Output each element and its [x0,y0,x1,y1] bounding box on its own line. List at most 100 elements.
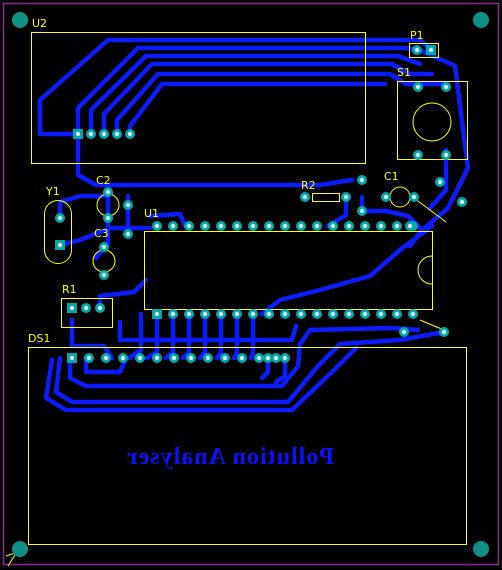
pad-c3-2-hole [101,272,107,278]
pad-ds1-1-hole [69,355,75,361]
pad-u1-bot-10-hole [298,311,304,317]
pad-u1-lead-hole [401,329,407,335]
mounting-holes [12,12,489,557]
pad-r2-1-hole [302,194,308,200]
r2-outline [312,193,340,202]
mount-hole-bl [12,541,28,557]
pad-u1-top-5-hole [218,223,224,229]
pad-u1-top-13-hole [346,223,352,229]
label-s1: S1 [397,66,411,79]
pad-s1-3-hole [415,152,421,158]
pad-u1-top-9-hole [282,223,288,229]
pad-misc-2-hole [459,199,465,205]
pad-u2-4-hole [114,131,120,137]
pad-u1-top-12-hole [330,223,336,229]
board-title-text: Pollution Analyser [126,444,335,470]
pad-u1-bot-3-hole [186,311,192,317]
silkscreen-outlines [5,32,468,567]
pad-u2-5-hole [127,131,133,137]
u1-outline [144,231,433,310]
label-c1: C1 [384,170,399,183]
pad-s1-4-hole [443,152,449,158]
label-y1: Y1 [46,185,60,198]
pad-u1-top-7-hole [250,223,256,229]
pad-u1-bot-8-hole [266,311,272,317]
pad-u1-top-16-hole [394,223,400,229]
pads [55,45,467,363]
label-r1: R1 [62,283,77,296]
p1-outline [409,43,439,58]
pad-ds1-4-hole [120,355,126,361]
pad-u1-bot-9-hole [282,311,288,317]
pad-ds1-12-hole [256,355,262,361]
pad-u1-top-6-hole [234,223,240,229]
c3-outline [92,249,116,273]
s1-button-circle [412,102,452,142]
pad-u1-bot-12-hole [330,311,336,317]
pad-u1-top-4-hole [202,223,208,229]
pad-u1-bot-11-hole [314,311,320,317]
pad-u2-3-hole [101,131,107,137]
label-u2: U2 [32,17,48,30]
pad-u1-top-18-hole [407,223,413,229]
u1-notch [417,255,433,285]
pad-u1-bot-15-hole [378,311,384,317]
pad-u2-1-hole [75,131,81,137]
pad-u1-bot-2-hole [170,311,176,317]
pad-c1-3-hole [359,177,365,183]
pad-ds1-9-hole [205,355,211,361]
pad-ds1-7-hole [171,355,177,361]
pad-u1-top-2-hole [170,223,176,229]
pad-s1-1-hole [415,84,421,90]
u1-lead-line [419,319,445,331]
pad-u1-bot-13-hole [346,311,352,317]
pad-u1-bot-6-hole [234,311,240,317]
mount-hole-tl [12,12,28,28]
pad-u1-top-15-hole [378,223,384,229]
pad-u1-top-3-hole [186,223,192,229]
pad-s1-2-hole [443,84,449,90]
pad-r1-2-hole [83,305,89,311]
pad-u1-bot-14-hole [362,311,368,317]
pad-r1-3-hole [97,305,103,311]
pad-u1-top-1-hole [154,223,160,229]
pad-ds1-13-hole [273,355,279,361]
pad-u1-bot-4-hole [202,311,208,317]
u2-outline [31,32,366,164]
pad-u1-top-8-hole [266,223,272,229]
label-u1: U1 [144,207,160,220]
c1-outline [389,186,411,208]
y1-outline [44,200,72,264]
pad-ds1-2-hole [86,355,92,361]
label-c3: C3 [94,227,109,240]
r1-outline [61,298,113,328]
pad-u1-top-14-hole [362,223,368,229]
pad-ds1-11-hole [239,355,245,361]
pad-u1-bot-1-hole [154,311,160,317]
label-p1: P1 [410,29,424,42]
pad-c1-1-hole [383,194,389,200]
pad-c2-4-hole [125,231,131,237]
pad-u1-top-11-hole [314,223,320,229]
ds1-outline [28,347,467,545]
pad-c1-2-hole [411,194,417,200]
pad-c2-3-hole [125,202,131,208]
pad-ds1-8-hole [188,355,194,361]
pad-u1-bot-7-hole [250,311,256,317]
pad-u1-bot-5-hole [218,311,224,317]
pad-u1-top-10-hole [298,223,304,229]
pad-ds1-5-hole [137,355,143,361]
pad-p1-1-hole [414,47,420,53]
pad-y1-2-hole [57,242,63,248]
pad-c2-2-hole [105,215,111,221]
label-c2: C2 [96,174,111,187]
pad-u2-2-hole [88,131,94,137]
pad-ds1-14-hole [265,355,271,361]
pad-u1-lead-2-hole [441,329,447,335]
s1-outline [397,81,468,160]
pad-y1-1-hole [57,215,63,221]
pad-p1-2-hole [428,47,434,53]
pad-ds1-3-hole [103,355,109,361]
